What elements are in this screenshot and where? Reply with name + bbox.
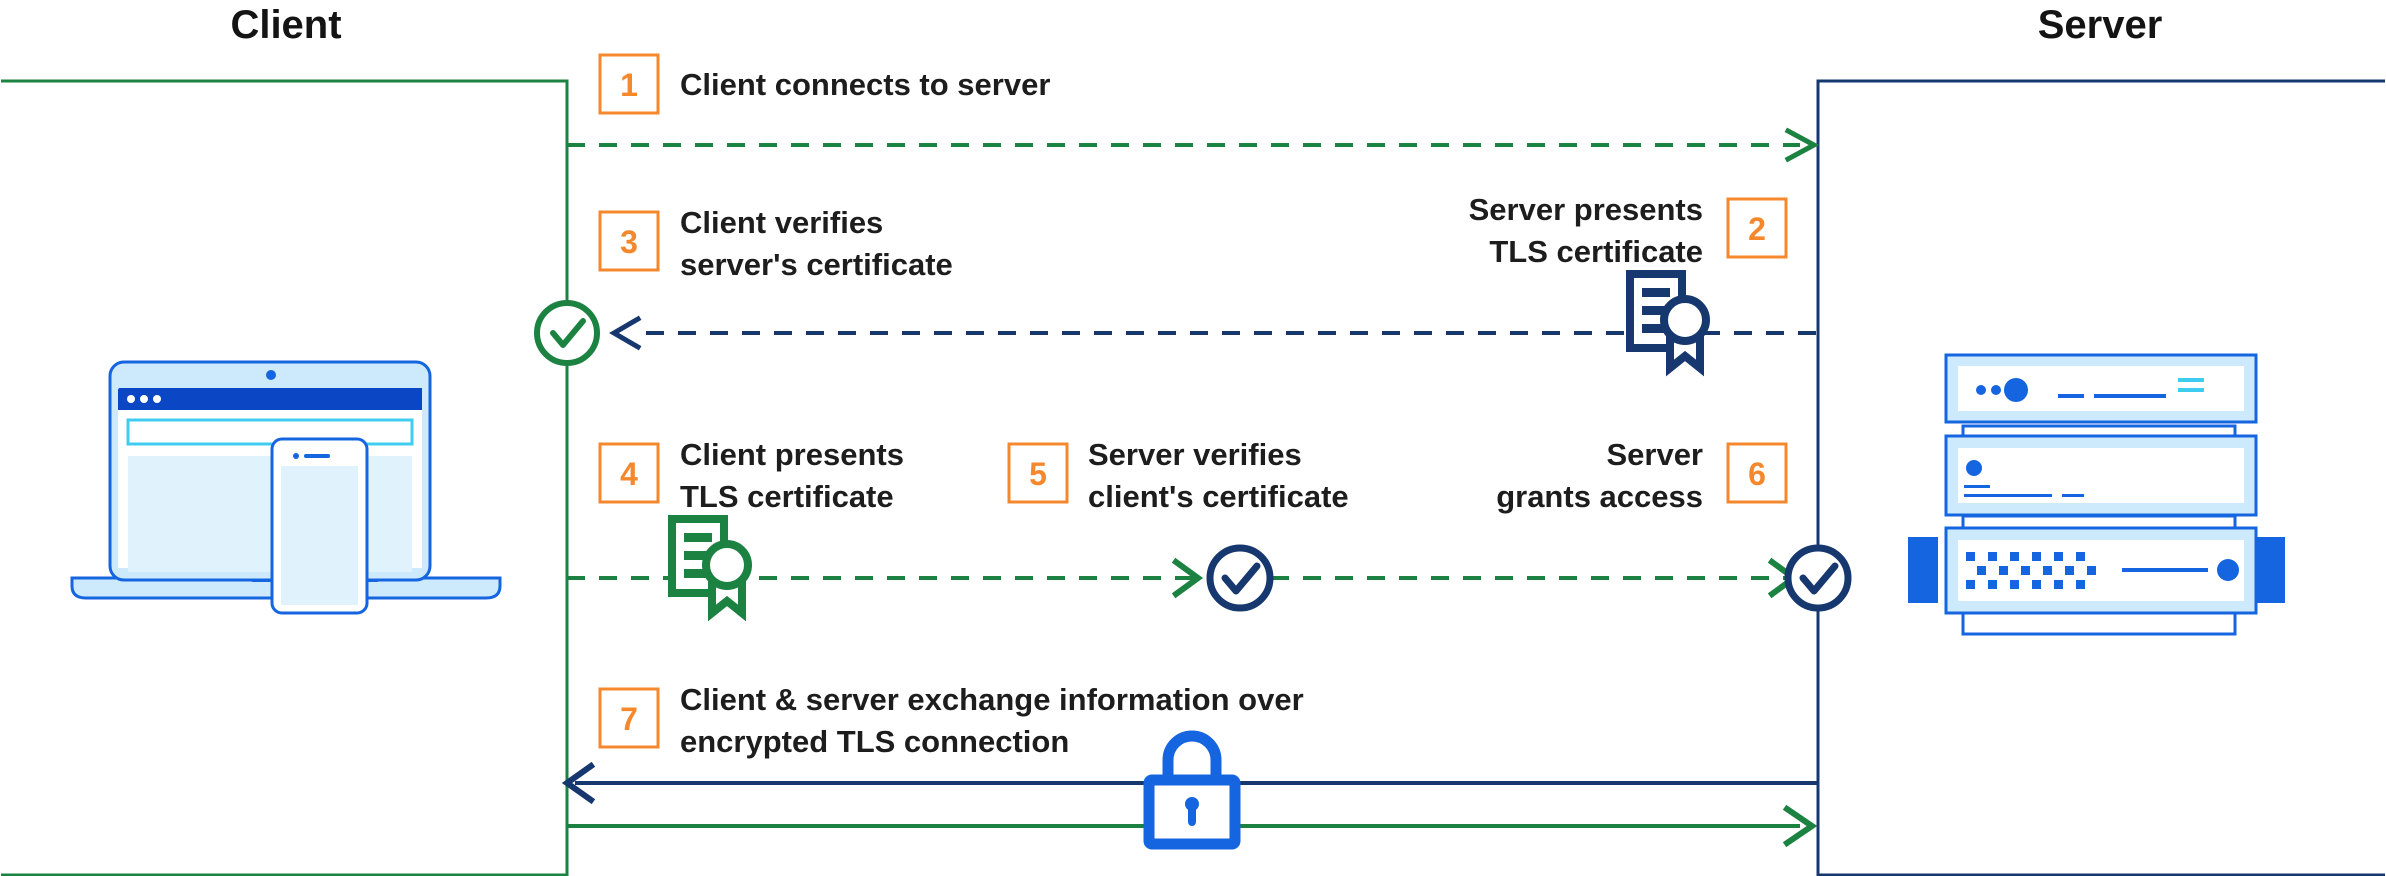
server-zone: Server bbox=[1816, 3, 2385, 876]
step-3-line-2: server's certificate bbox=[680, 247, 953, 282]
step-5-line-1: Server verifies bbox=[1088, 437, 1302, 472]
step-7-line-2: encrypted TLS connection bbox=[680, 724, 1069, 759]
step-1-badge bbox=[598, 53, 660, 115]
step-4-arrow bbox=[567, 557, 1800, 599]
step-4-badge bbox=[598, 442, 660, 504]
step-2-label: 2 Server presents TLS certificate bbox=[1469, 192, 1788, 269]
step-7-line-1: Client & server exchange information ove… bbox=[680, 682, 1304, 717]
step-5-label: 5 Server verifies client's certificate bbox=[1007, 437, 1349, 514]
step-2-arrow bbox=[609, 315, 1816, 351]
check-circle-green bbox=[534, 300, 600, 366]
client-zone-border bbox=[1, 79, 569, 876]
step-5-number: 5 bbox=[1029, 456, 1047, 492]
step-4-line-1: Client presents bbox=[680, 437, 904, 472]
server-zone-border bbox=[1816, 79, 2385, 876]
step-3-badge bbox=[598, 210, 660, 272]
step-1-line-1: Client connects to server bbox=[680, 67, 1050, 102]
client-zone: Client bbox=[1, 3, 569, 876]
client-title: Client bbox=[230, 3, 341, 47]
step-1-arrow bbox=[567, 127, 1820, 163]
check-circle-navy-step6 bbox=[1784, 544, 1852, 612]
step-2-badge bbox=[1726, 197, 1788, 259]
step-3-label: 3 Client verifies server's certificate bbox=[598, 205, 953, 282]
step-2-line-1: Server presents bbox=[1469, 192, 1703, 227]
step-4-number: 4 bbox=[620, 456, 638, 492]
step-5-badge bbox=[1007, 442, 1069, 504]
step-5-line-2: client's certificate bbox=[1088, 479, 1349, 514]
step-1-label: 1 Client connects to server bbox=[598, 53, 1050, 115]
laptop-and-phone-icon bbox=[70, 360, 502, 615]
step-6-number: 6 bbox=[1748, 456, 1766, 492]
certificate-icon-green bbox=[668, 515, 752, 622]
certificate-icon-navy bbox=[1626, 270, 1710, 377]
step-4-label: 4 Client presents TLS certificate bbox=[598, 437, 904, 514]
step-6-line-2: grants access bbox=[1496, 479, 1703, 514]
step-6-line-1: Server bbox=[1606, 437, 1703, 472]
step-6-badge bbox=[1726, 442, 1788, 504]
step-4-line-2: TLS certificate bbox=[680, 479, 894, 514]
server-rack-icon bbox=[1908, 353, 2285, 636]
step-7-label: 7 Client & server exchange information o… bbox=[598, 682, 1304, 759]
step-7-badge bbox=[598, 687, 660, 749]
step-2-line-2: TLS certificate bbox=[1489, 234, 1703, 269]
step-3-line-1: Client verifies bbox=[680, 205, 883, 240]
step-1-number: 1 bbox=[620, 67, 638, 103]
check-circle-navy-step5 bbox=[1206, 544, 1274, 612]
step-2-number: 2 bbox=[1748, 211, 1766, 247]
step-6-label: 6 Server grants access bbox=[1496, 437, 1788, 514]
server-title: Server bbox=[2038, 3, 2163, 47]
step-3-number: 3 bbox=[620, 224, 638, 260]
padlock-icon bbox=[1143, 730, 1241, 850]
step-7-number: 7 bbox=[620, 701, 638, 737]
